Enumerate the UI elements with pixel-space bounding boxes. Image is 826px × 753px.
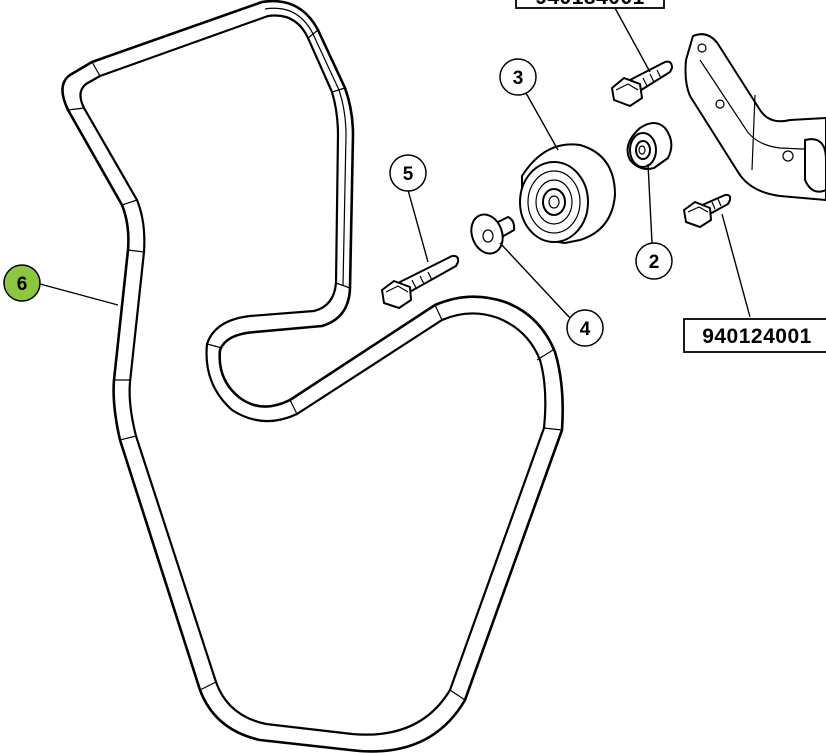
idler-pulley-part-3 xyxy=(519,143,616,244)
reference-box-top: 940184001 xyxy=(515,0,665,9)
bolt-top-right xyxy=(611,60,673,107)
svg-text:6: 6 xyxy=(17,274,28,295)
leader-lines xyxy=(39,7,751,319)
callout-2: 2 xyxy=(635,242,673,280)
callout-4: 4 xyxy=(566,309,604,347)
svg-text:4: 4 xyxy=(580,319,591,340)
svg-text:940124001: 940124001 xyxy=(702,325,812,348)
washer-part-4 xyxy=(470,213,516,255)
svg-text:2: 2 xyxy=(649,252,660,273)
svg-text:940184001: 940184001 xyxy=(535,0,645,9)
spacer-part-2 xyxy=(626,122,673,170)
reference-box-right: 940124001 xyxy=(683,318,826,353)
bolt-right xyxy=(683,193,732,228)
svg-text:3: 3 xyxy=(513,68,524,89)
long-bolt-part-5 xyxy=(381,254,460,309)
callout-5: 5 xyxy=(389,154,427,192)
svg-text:5: 5 xyxy=(403,164,414,185)
callout-3: 3 xyxy=(499,58,537,96)
mounting-bracket xyxy=(684,33,826,201)
drive-belt xyxy=(61,0,564,753)
callout-6: 6 xyxy=(3,264,41,302)
